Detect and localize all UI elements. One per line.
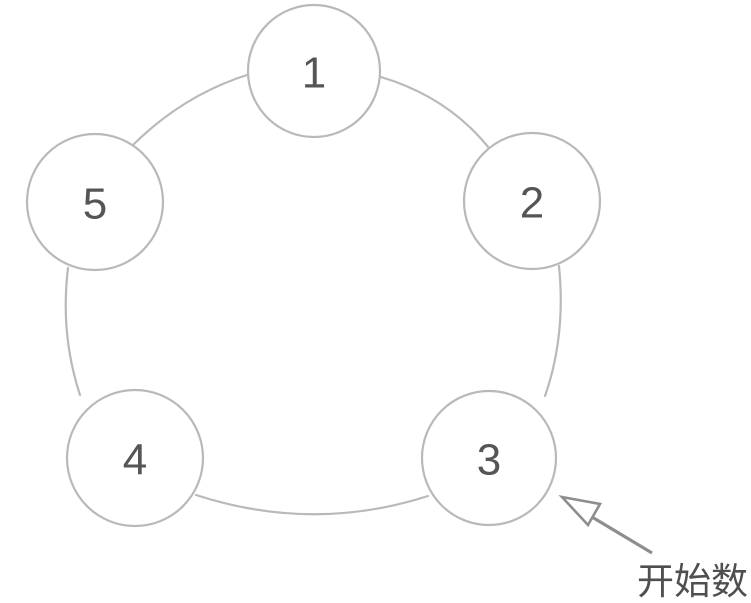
node-4-circle[interactable]	[65, 388, 205, 528]
node-1-label: 1	[302, 49, 326, 98]
edge-4-to-5	[64, 266, 82, 397]
node-1-circle[interactable]	[246, 3, 382, 139]
start-annotation-arrow	[558, 495, 653, 555]
node-5-circle[interactable]	[25, 132, 165, 272]
node-2[interactable]: 2	[462, 131, 602, 271]
node-3-label: 3	[477, 436, 501, 485]
node-group: 1 2 3 4 5	[25, 3, 602, 528]
node-2-circle[interactable]	[462, 131, 602, 271]
start-annotation-label: 开始数	[637, 561, 748, 602]
node-5-label: 5	[83, 180, 107, 229]
edge-3-to-4	[194, 493, 430, 516]
node-1[interactable]: 1	[246, 3, 382, 139]
node-4[interactable]: 4	[65, 388, 205, 528]
arrow-shaft	[591, 515, 653, 555]
node-2-label: 2	[520, 179, 544, 228]
arrow-head-icon	[558, 495, 603, 528]
edge-group	[64, 72, 562, 516]
edge-5-to-1	[128, 72, 252, 150]
node-4-label: 4	[123, 436, 147, 485]
node-3-circle[interactable]	[420, 389, 558, 527]
edge-1-to-2	[379, 75, 494, 154]
node-3[interactable]: 3	[420, 389, 558, 527]
node-5[interactable]: 5	[25, 132, 165, 272]
edge-2-to-3	[543, 264, 562, 398]
